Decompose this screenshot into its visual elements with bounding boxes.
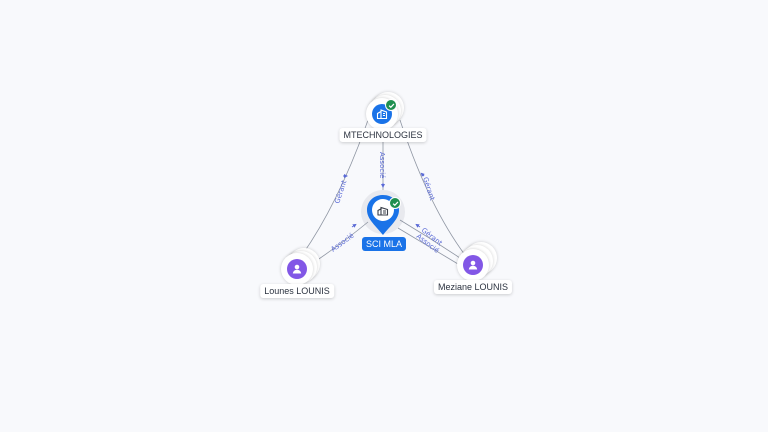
verified-check-icon [385, 99, 397, 111]
verified-check-icon [389, 197, 401, 209]
company-icon [377, 206, 389, 216]
edge-label: Associé [378, 152, 386, 178]
edge-meziane-sci-1[interactable] [399, 219, 461, 259]
node-label-sci-mla[interactable]: SCI MLA [361, 237, 407, 251]
node-label-mtechnologies[interactable]: MTECHNOLOGIES [339, 128, 427, 142]
arrow-marker [415, 223, 421, 228]
edge-label: Associé [329, 232, 355, 254]
edge-meziane-sci-2[interactable] [397, 227, 459, 265]
location-pin-marker[interactable] [364, 193, 402, 237]
person-icon [463, 255, 483, 275]
arrow-marker [351, 223, 357, 228]
node-meziane-disc[interactable] [457, 249, 489, 281]
node-label-lounes-lounis[interactable]: Lounes LOUNIS [260, 284, 334, 298]
person-icon [287, 259, 307, 279]
edge-label: Gérant [421, 176, 436, 202]
arrow-marker [420, 172, 425, 177]
node-label-meziane-lounis[interactable]: Meziane LOUNIS [433, 280, 513, 294]
edge-label: Gérant [333, 179, 348, 205]
node-lounes-disc[interactable] [281, 253, 313, 285]
